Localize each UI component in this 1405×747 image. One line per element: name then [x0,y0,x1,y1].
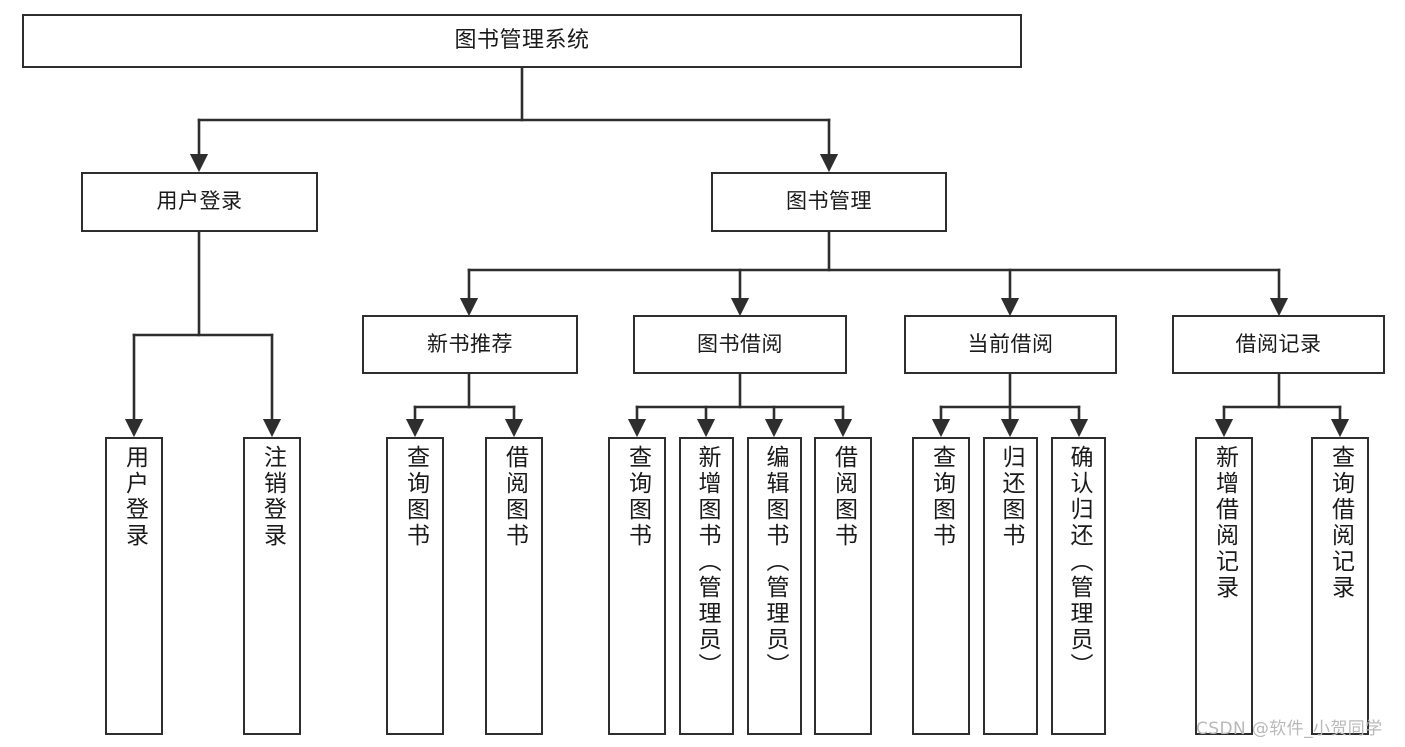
node-label: 用户登录 [156,189,243,214]
node-leaf-borrow-book-borrowing[interactable]: 借阅图书 [814,437,872,735]
node-leaf-query-book-current[interactable]: 查询图书 [912,437,970,735]
node-label: 借阅记录 [1235,331,1322,356]
node-book-management[interactable]: 图书管理 [711,172,947,232]
node-leaf-edit-book-admin[interactable]: 编辑图书（管理员） [747,437,802,735]
node-label: 图书管理 [786,189,872,214]
node-leaf-query-book-recommend[interactable]: 查询图书 [386,437,444,735]
node-leaf-confirm-return-admin[interactable]: 确认归还（管理员） [1051,437,1106,735]
node-label: 借阅图书 [830,445,857,549]
node-leaf-add-borrowing-record[interactable]: 新增借阅记录 [1195,437,1253,735]
node-label: 当前借阅 [967,331,1054,356]
node-label: 注销登录 [259,445,286,549]
node-label: 查询图书 [624,445,651,549]
node-borrowing-records[interactable]: 借阅记录 [1172,315,1385,374]
csdn-watermark: CSDN @软件_小贺同学 [1196,719,1383,739]
node-user-login[interactable]: 用户登录 [81,172,318,232]
node-leaf-logout[interactable]: 注销登录 [243,437,301,735]
node-leaf-return-book[interactable]: 归还图书 [983,437,1038,735]
node-label: 查询图书 [928,445,955,549]
node-label: 用户登录 [121,445,148,549]
node-leaf-add-book-admin[interactable]: 新增图书（管理员） [679,437,734,735]
node-new-book-recommendation[interactable]: 新书推荐 [362,315,578,374]
node-label: 图书管理系统 [454,27,590,53]
node-label: 确认归还（管理员） [1066,445,1092,679]
node-leaf-borrow-book-recommend[interactable]: 借阅图书 [485,437,543,735]
node-leaf-query-borrowing-record[interactable]: 查询借阅记录 [1311,437,1369,735]
node-label: 图书借阅 [697,331,783,356]
node-leaf-user-login[interactable]: 用户登录 [105,437,163,735]
node-label: 归还图书 [998,445,1024,549]
node-leaf-query-book-borrowing[interactable]: 查询图书 [608,437,666,735]
node-label: 新书推荐 [427,331,513,356]
node-label: 查询图书 [402,445,429,549]
node-label: 新增借阅记录 [1211,445,1238,601]
node-label: 新增图书（管理员） [694,445,720,679]
node-current-borrowing[interactable]: 当前借阅 [904,315,1117,374]
node-label: 借阅图书 [501,445,528,549]
node-root-book-management-system[interactable]: 图书管理系统 [22,14,1022,68]
node-book-borrowing[interactable]: 图书借阅 [633,315,847,374]
node-label: 编辑图书（管理员） [762,445,788,679]
node-label: 查询借阅记录 [1327,445,1354,601]
